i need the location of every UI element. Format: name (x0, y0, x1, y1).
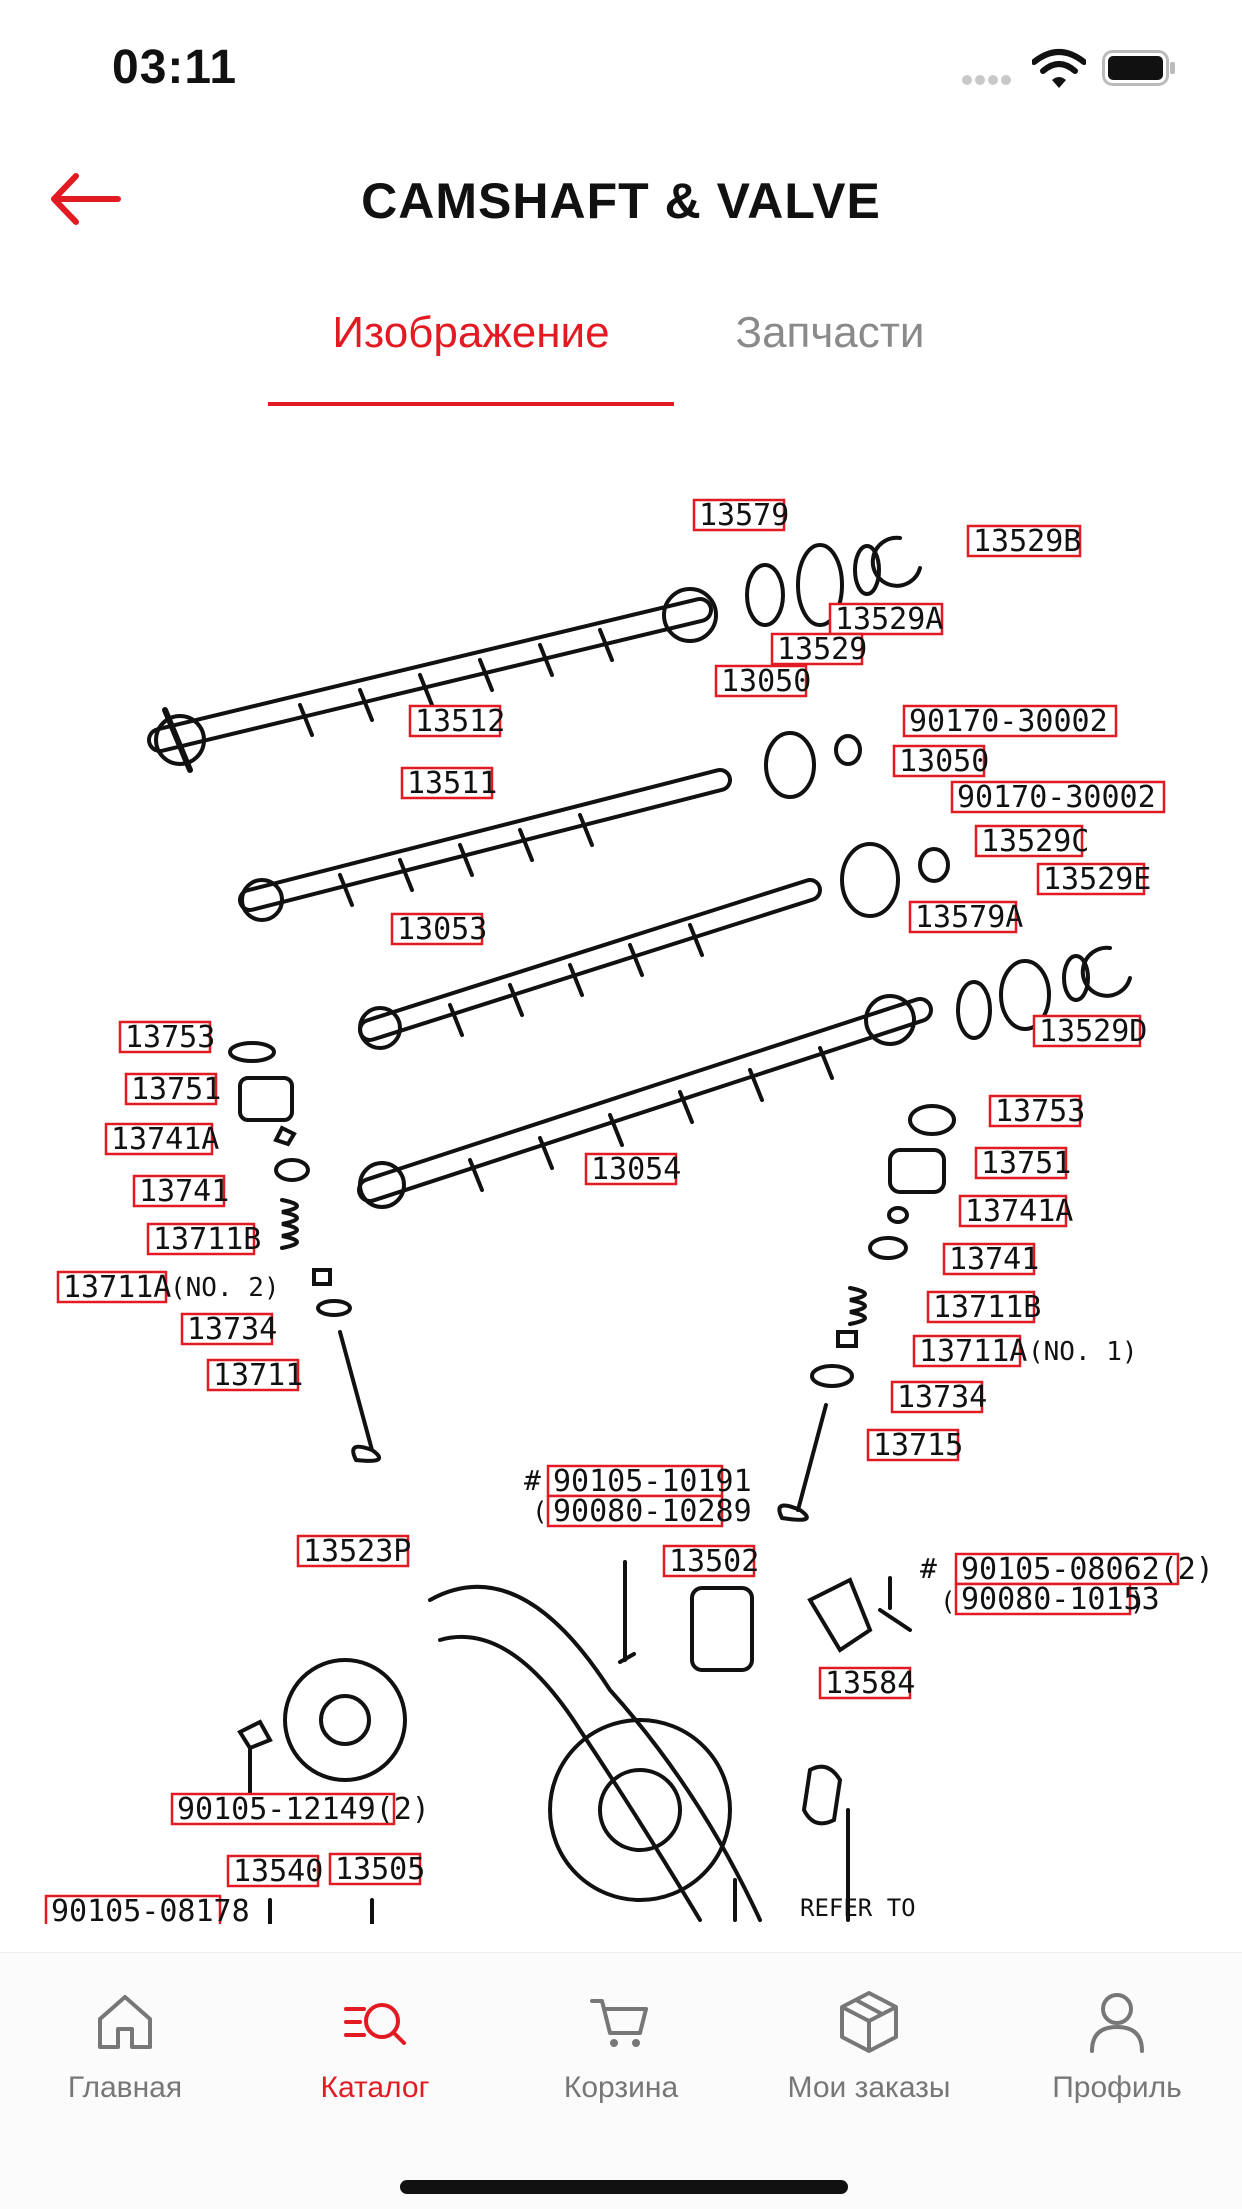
part-label[interactable]: 90105-10191 (553, 1464, 752, 1499)
nav-profile-label: Профиль (1052, 2071, 1182, 2104)
status-time: 03:11 (112, 41, 238, 94)
part-label[interactable]: 13529A (835, 602, 943, 637)
part-label[interactable]: 13584 (825, 1666, 915, 1701)
cart-icon (590, 1999, 648, 2047)
part-label[interactable]: 13529B (973, 524, 1081, 559)
part-label[interactable]: 13711A (63, 1270, 171, 1305)
part-label[interactable]: 13711B (153, 1222, 261, 1257)
part-label[interactable]: 13741A (111, 1122, 219, 1157)
footnote-mark: # (920, 1552, 937, 1585)
part-label[interactable]: 13734 (187, 1312, 277, 1347)
part-label[interactable]: 13540 (233, 1854, 323, 1889)
part-label[interactable]: 13753 (995, 1094, 1085, 1129)
header: CAMSHAFT & VALVE (0, 150, 1242, 250)
bracket-note: ( (532, 1497, 548, 1527)
bracket-note: ( (940, 1587, 956, 1617)
part-label[interactable]: 13529E (1043, 862, 1151, 897)
part-label[interactable]: 13529C (981, 824, 1089, 859)
part-label[interactable]: 13711B (933, 1290, 1041, 1325)
part-label[interactable]: 13512 (415, 704, 505, 739)
part-label[interactable]: 13711 (213, 1358, 303, 1393)
part-label[interactable]: 13751 (981, 1146, 1071, 1181)
footnote-mark: # (524, 1464, 541, 1497)
part-label[interactable]: 13050 (721, 664, 811, 699)
tab-image[interactable]: Изображение (332, 308, 610, 357)
valve-note: (NO. 1) (1028, 1337, 1138, 1367)
nav-catalog-label: Каталог (320, 2071, 430, 2104)
part-label[interactable]: 13715 (873, 1428, 963, 1463)
nav-home[interactable]: Главная (10, 1989, 240, 2139)
home-icon (98, 1995, 152, 2049)
battery-icon (1102, 50, 1175, 86)
valve-note: (NO. 2) (170, 1273, 280, 1303)
box-icon (840, 1991, 898, 2053)
tab-parts[interactable]: Запчасти (735, 308, 925, 357)
part-label[interactable]: 13511 (407, 766, 497, 801)
back-arrow-icon[interactable] (46, 164, 126, 234)
part-label[interactable]: 13505 (335, 1852, 425, 1887)
status-bar: 03:11 (0, 0, 1242, 140)
part-label[interactable]: 13751 (131, 1072, 221, 1107)
nav-profile[interactable]: Профиль (1002, 1989, 1232, 2139)
page-title: CAMSHAFT & VALVE (361, 173, 881, 229)
part-label[interactable]: 13523P (303, 1534, 411, 1569)
tab-bar: Изображение Запчасти (0, 290, 1242, 410)
part-label[interactable]: 13502 (669, 1544, 759, 1579)
diagram-drawing: 13579 13529B 13529A 13529 13512 13050 90… (44, 498, 1214, 1924)
part-label[interactable]: 13734 (897, 1380, 987, 1415)
part-label[interactable]: 13050 (899, 744, 989, 779)
nav-orders-label: Мои заказы (787, 2071, 951, 2104)
part-label[interactable]: 90105-12149(2) (177, 1792, 430, 1827)
wifi-icon (1032, 49, 1086, 88)
nav-cart[interactable]: Корзина (506, 1989, 736, 2139)
part-label[interactable]: 90170-30002 (909, 704, 1108, 739)
catalog-search-icon (344, 2003, 406, 2045)
profile-icon (1090, 1993, 1144, 2053)
parts-diagram[interactable]: 13579 13529B 13529A 13529 13512 13050 90… (0, 470, 1242, 1924)
part-label[interactable]: 13529D (1039, 1014, 1147, 1049)
part-label[interactable]: 13579 (699, 498, 789, 533)
part-label[interactable]: 13711A (919, 1334, 1027, 1369)
part-label[interactable]: 13529 (777, 632, 867, 667)
signal-icon (962, 72, 1014, 90)
part-label[interactable]: 90105-08062(2) (961, 1552, 1214, 1587)
part-label[interactable]: 13741A (965, 1194, 1073, 1229)
refer-note: REFER TO (800, 1894, 916, 1922)
part-label[interactable]: 13579A (915, 900, 1023, 935)
bottom-nav: Главная Каталог Корзина Мои заказы Профи… (0, 1952, 1242, 2209)
part-label[interactable]: 13741 (949, 1242, 1039, 1277)
part-label[interactable]: 13054 (591, 1152, 681, 1187)
bracket-note: ) (1130, 1587, 1146, 1617)
part-label[interactable]: 90105-08178 (51, 1894, 250, 1924)
part-label[interactable]: 13753 (125, 1020, 215, 1055)
nav-catalog[interactable]: Каталог (260, 1989, 490, 2139)
home-indicator (400, 2180, 848, 2194)
active-tab-indicator (268, 402, 674, 406)
nav-home-label: Главная (67, 2071, 183, 2104)
part-label[interactable]: 90080-10289 (553, 1494, 752, 1529)
nav-orders[interactable]: Мои заказы (754, 1989, 984, 2139)
part-label[interactable]: 13053 (397, 912, 487, 947)
part-label[interactable]: 90170-30002 (957, 780, 1156, 815)
part-label[interactable]: 90080-10153 (961, 1582, 1160, 1617)
part-label[interactable]: 13741 (139, 1174, 229, 1209)
nav-cart-label: Корзина (563, 2071, 679, 2104)
